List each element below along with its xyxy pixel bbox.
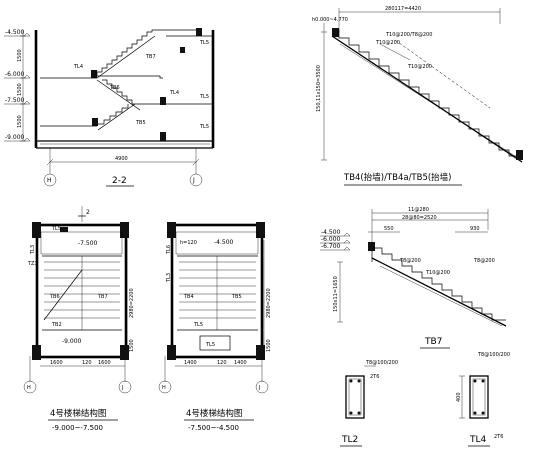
level-label: -9.000 (5, 134, 25, 141)
tb7-title: TB7 (424, 337, 442, 347)
dim-bottom: 1600 (50, 360, 63, 366)
rebar-label: T8@200 (399, 258, 421, 264)
height-dim: 1500 (17, 83, 23, 96)
beam-label: TL4 (169, 90, 179, 96)
span-dim: 4900 (115, 156, 128, 162)
dim-bottom: 1400 (234, 360, 247, 366)
tb7-dim: 930 (470, 226, 480, 232)
plan-2 (158, 222, 269, 394)
label: TL5 (193, 322, 203, 328)
axis-label-h: H (27, 385, 31, 391)
tl4-section (459, 375, 489, 419)
axis-label-j: J (192, 177, 195, 184)
level-label: -6.000 (5, 71, 25, 78)
height-dim: 1500 (17, 115, 23, 128)
beam-label: TZ1 (27, 261, 38, 267)
bottom-dim: 1500 (266, 339, 272, 352)
label: TB6 (49, 294, 60, 300)
axis-label-j: J (258, 385, 260, 391)
beam-label: TL4 (73, 64, 83, 70)
dim-bottom: 120 (82, 360, 92, 366)
dim-left: 1500 (129, 339, 135, 352)
tb7-top-dim-2: 28@80=2520 (402, 215, 437, 221)
level-label: -7.500 (78, 240, 98, 247)
tl2-title: TL2 (341, 435, 358, 445)
beam-label: TL5 (199, 124, 209, 130)
tl2-stirrup: T8@100/200 (365, 360, 398, 366)
plan-2-subtitle: -7.500~-4.500 (188, 424, 239, 432)
tb7-slab-detail (320, 209, 507, 327)
label: TB5 (231, 294, 242, 300)
level-label: -7.500 (5, 97, 25, 104)
tb7-top-dim: 11@280 (408, 207, 429, 213)
level-label: -4.500 (5, 29, 25, 36)
plan-1-title: 4号楼梯结构图 (50, 408, 106, 419)
dim-right: 2980=2200 (266, 288, 272, 318)
axis-label-h: H (162, 385, 166, 391)
tb4-left-label: h0.000~4.770 (312, 17, 348, 23)
section-mark: 2 (86, 209, 90, 216)
tb4-top-dim: 280117=4420 (385, 6, 421, 12)
bottom-level: -9.000 (62, 338, 82, 345)
beam-label: TB5 (135, 120, 146, 126)
rebar-label: T8@200 (473, 258, 495, 264)
plan-2-title: 4号楼梯结构图 (186, 408, 242, 419)
axis-label-j: J (121, 385, 123, 391)
level-label: -6.000 (321, 236, 341, 243)
label: TB4 (183, 294, 194, 300)
plan-1 (23, 206, 132, 394)
tb7-left-dim: 150x11=1650 (333, 276, 339, 312)
section-2-2 (4, 28, 215, 187)
tl2-section (345, 365, 376, 419)
rebar-label: T10@200/T8@200 (385, 32, 432, 38)
tl4-height: 400 (456, 392, 462, 402)
rebar-label: T10@200 (425, 270, 450, 276)
beam-label: TL5 (51, 226, 61, 232)
label: TB2 (51, 322, 62, 328)
tb7-dim: 550 (384, 226, 394, 232)
beam-label: TL5 (199, 94, 209, 100)
beam-label: TB6 (109, 85, 120, 91)
beam-label: TL5 (199, 40, 209, 46)
beam-label: TL3 (30, 245, 36, 255)
tl2-rebar: 2T6 (370, 374, 379, 380)
dim-bottom: 120 (217, 360, 227, 366)
beam-label: TB7 (145, 54, 156, 60)
plan-1-subtitle: -9.000~-7.500 (52, 424, 103, 432)
tb4-left-dim: 150,11x150=3500 (316, 65, 322, 112)
top-label: h=120 (180, 240, 197, 246)
axis-label-h: H (47, 177, 52, 184)
dim-bottom: 1400 (184, 360, 197, 366)
level-label: -4.500 (321, 229, 341, 236)
rebar-label: T10@200 (407, 64, 432, 70)
beam-label: TL3 (166, 273, 172, 283)
dim-right: 2980=2200 (129, 288, 135, 318)
drawing-title: 2-2 (112, 176, 127, 186)
tl4-title: TL4 (469, 435, 487, 445)
tl4-rebar: 2T6 (494, 434, 503, 440)
tl4-stirrup: T8@100/200 (477, 352, 510, 358)
rebar-label: T10@200 (375, 40, 400, 46)
dim-bottom: 1600 (98, 360, 111, 366)
label: TB7 (97, 294, 108, 300)
mid-label: TL5 (205, 342, 215, 348)
level-label: -6.700 (321, 243, 341, 250)
height-dim: 1500 (17, 49, 23, 62)
level-label: -4.500 (214, 239, 234, 246)
beam-label: TL6 (166, 245, 172, 255)
tb4-slab-detail (321, 8, 523, 163)
tb4-title: TB4(抬墙)/TB4a/TB5(抬墙) (343, 172, 452, 183)
